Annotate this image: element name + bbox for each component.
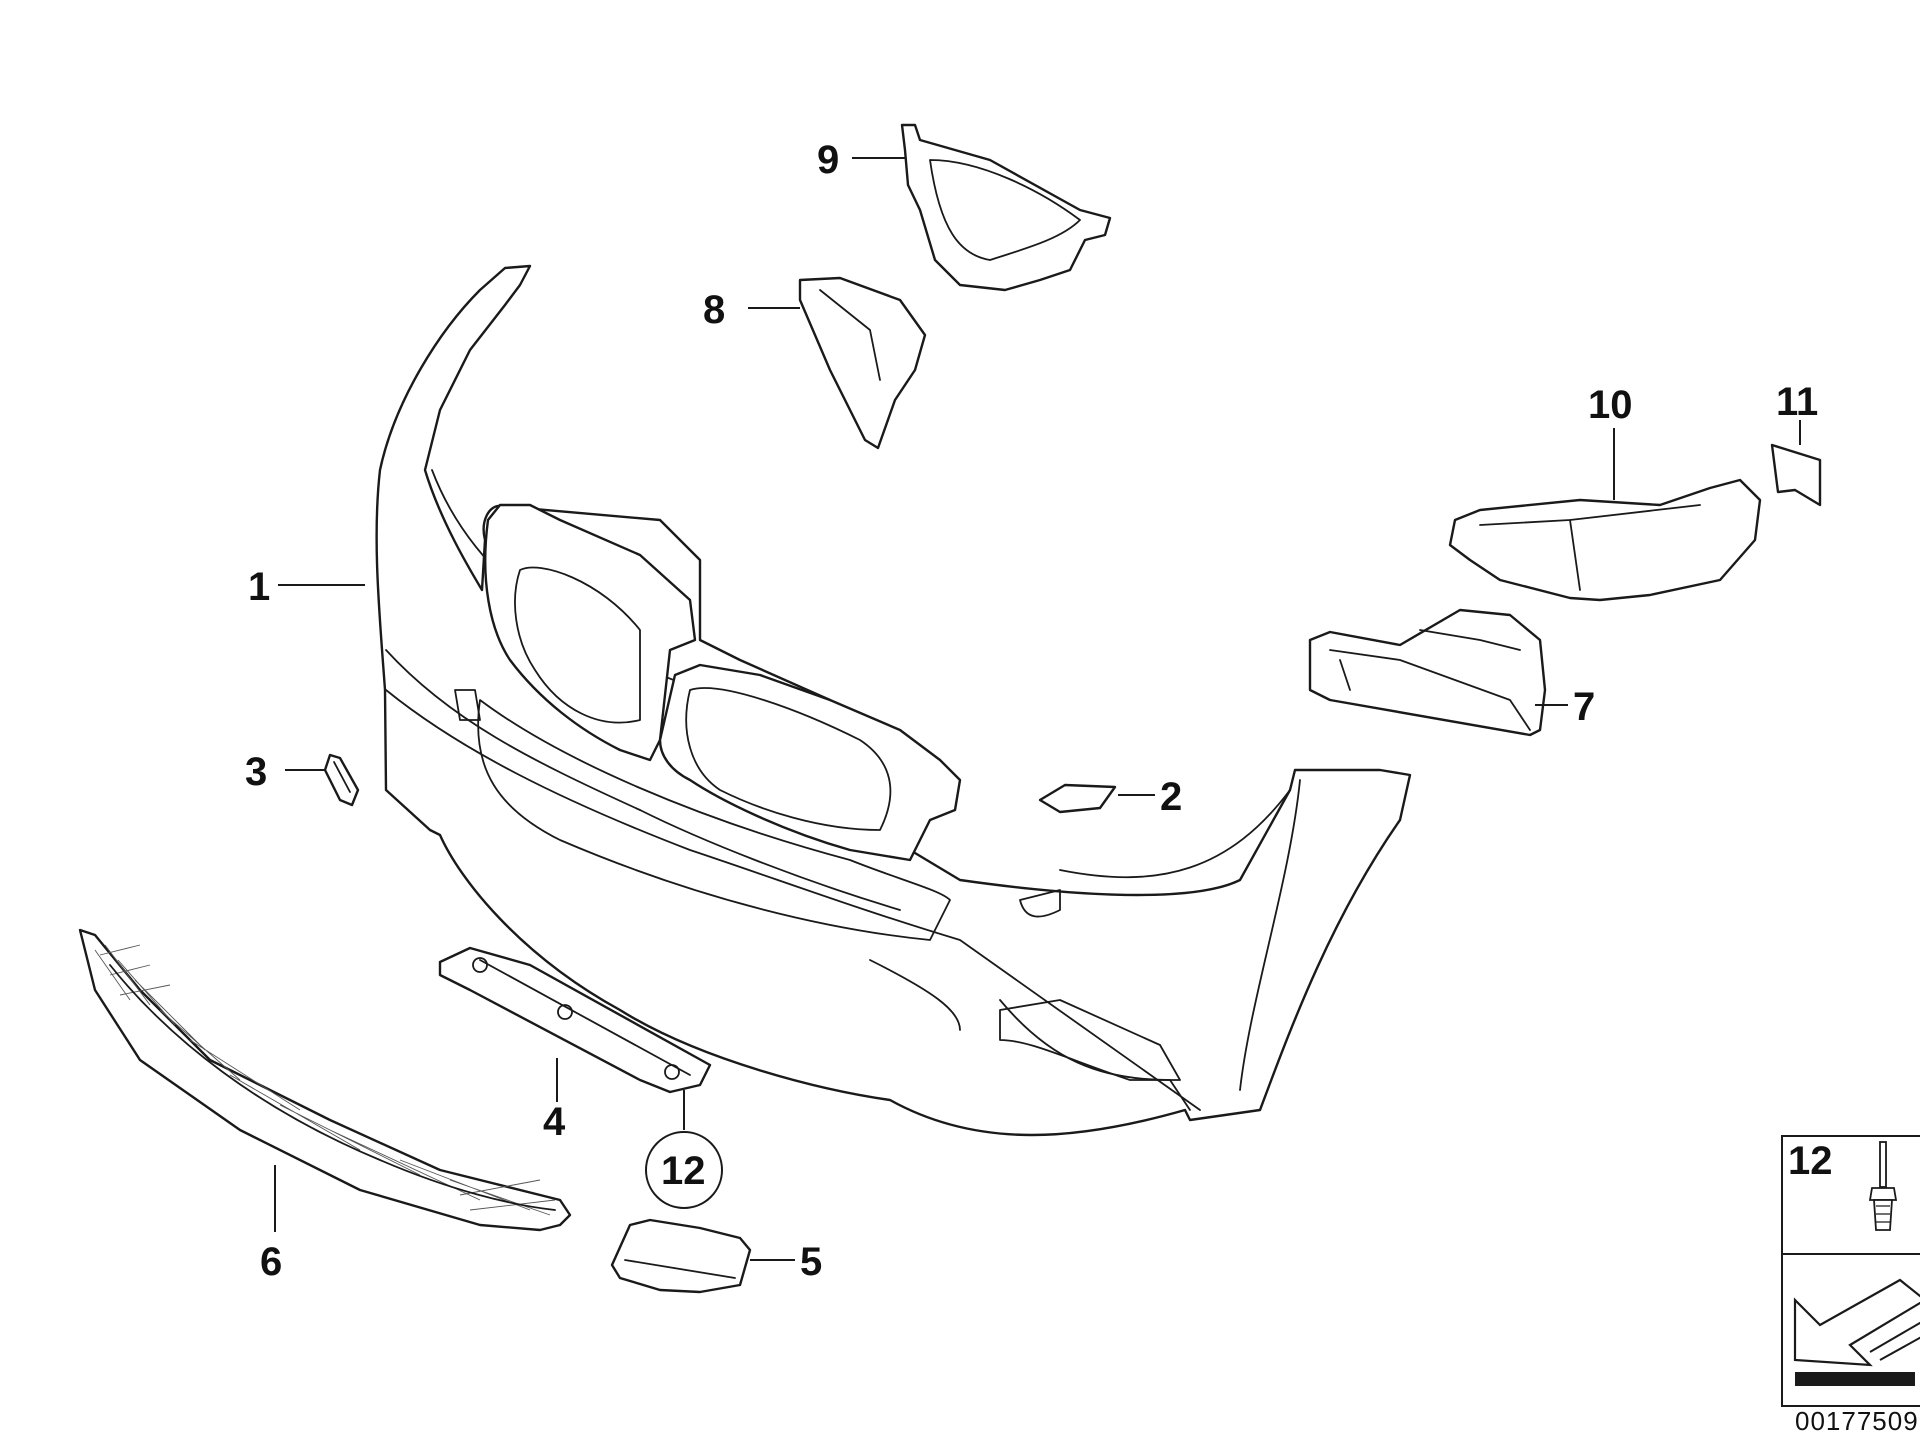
part-1-bumper-shell — [375, 264, 1412, 1137]
inset-box: 12 — [1781, 1135, 1920, 1407]
part-4-trim-strip — [438, 946, 712, 1094]
leader-lines — [274, 157, 1801, 1261]
direction-arrow-icon — [1793, 1278, 1920, 1386]
inset-label: 12 — [1788, 1139, 1833, 1183]
drawing-code: 00177509 — [1795, 1406, 1919, 1436]
callout-9: 9 — [817, 138, 839, 182]
callout-8: 8 — [703, 288, 725, 332]
part-5-grille-insert — [610, 1218, 752, 1294]
callout-4: 4 — [543, 1100, 566, 1144]
part-11-small-plate — [1770, 443, 1822, 507]
callout-2: 2 — [1160, 775, 1182, 819]
callout-5: 5 — [800, 1240, 822, 1284]
part-6-lower-grille — [78, 928, 572, 1232]
part-9-upper-duct — [900, 123, 1112, 292]
part-2-cover-plate — [1038, 783, 1117, 814]
callout-12-circle — [645, 1131, 723, 1209]
part-10-bracket-duct — [1448, 478, 1762, 602]
callout-10: 10 — [1588, 383, 1633, 427]
part-3-clip — [323, 753, 360, 807]
part-8-small-duct — [798, 276, 927, 450]
callout-7: 7 — [1573, 685, 1595, 729]
callout-1: 1 — [248, 565, 270, 609]
callout-3: 3 — [245, 750, 267, 794]
rivet-icon — [1868, 1141, 1898, 1231]
part-7-air-duct — [1308, 608, 1547, 737]
callout-6: 6 — [260, 1240, 282, 1284]
callout-12: 12 — [661, 1149, 706, 1193]
callout-11: 11 — [1776, 380, 1818, 424]
callouts: 1 2 3 4 5 6 7 8 9 10 11 12 — [245, 138, 1818, 1284]
